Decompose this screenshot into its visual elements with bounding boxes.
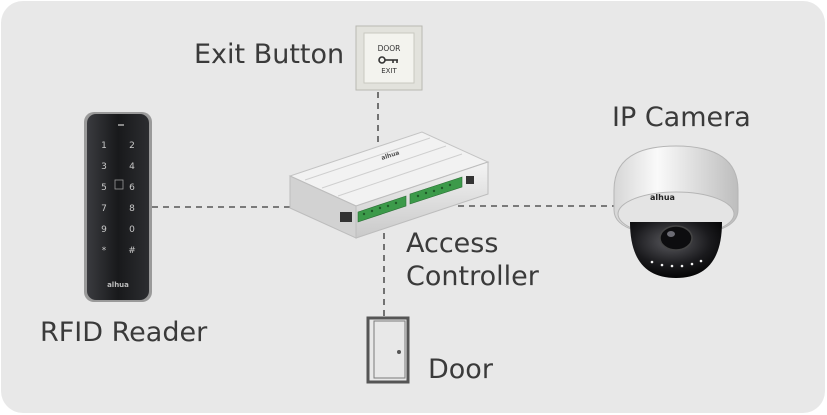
access-controller-device: alhua [288, 131, 490, 239]
ip-camera-label: IP Camera [612, 102, 751, 133]
keypad-key: * [102, 246, 107, 256]
rfid-reader-device: 1 2 3 4 5 6 7 8 9 0 * # alhua [84, 112, 152, 302]
reader-brand-text: alhua [107, 281, 129, 289]
keypad-key: 9 [101, 225, 107, 235]
keypad-key: 4 [129, 162, 135, 172]
exit-plate-bottom-text: EXIT [381, 67, 397, 75]
rfid-reader-label: RFID Reader [40, 317, 208, 348]
keypad-key: 1 [101, 141, 107, 151]
keypad-key: # [128, 246, 136, 256]
terminal-blocks [357, 176, 463, 223]
door-label: Door [428, 354, 493, 385]
keypad-key: 2 [129, 141, 135, 151]
access-controller-label-line1: Access [406, 228, 499, 259]
keypad-key: 6 [129, 183, 135, 193]
camera-brand-text: alhua [650, 193, 675, 202]
keypad-key: 5 [101, 183, 107, 193]
keypad-key: 3 [101, 162, 107, 172]
ip-camera-device: alhua [613, 145, 739, 278]
door-icon [366, 316, 410, 384]
access-controller-label-line2: Controller [406, 261, 539, 292]
keypad-key: 0 [129, 225, 135, 235]
keypad-key: 8 [129, 204, 135, 214]
exit-plate-top-text: DOOR [378, 44, 401, 53]
side-port [466, 176, 474, 184]
network-port [340, 212, 352, 222]
keypad-key: 7 [101, 204, 107, 214]
key-icon [378, 56, 398, 64]
card-tap-icon [114, 179, 124, 190]
reader-keypad: 1 2 3 4 5 6 7 8 9 0 * # [101, 141, 136, 256]
terminal-screws [362, 183, 452, 216]
exit-button-device: DOOR EXIT [355, 25, 423, 91]
exit-button-label: Exit Button [194, 39, 345, 70]
